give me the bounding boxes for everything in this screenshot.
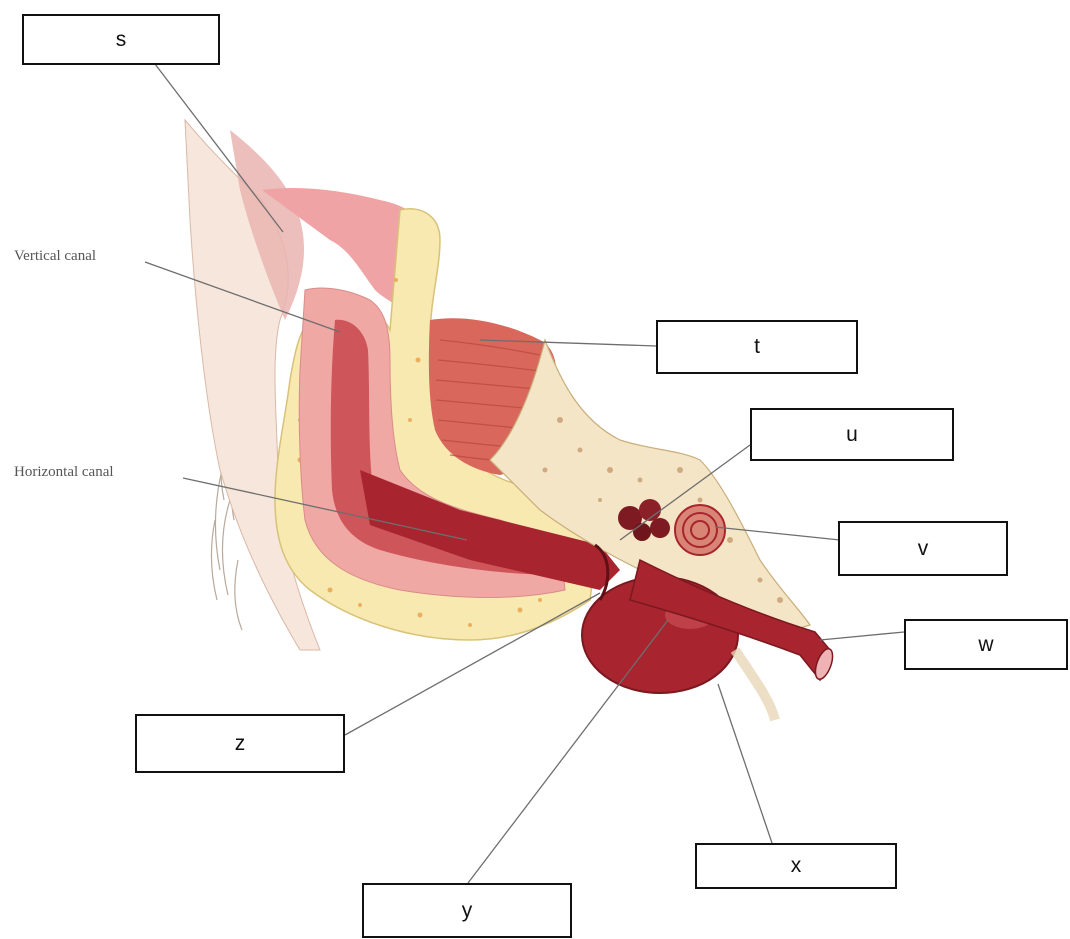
cochlea: [675, 505, 725, 555]
leader-line-x: [718, 684, 772, 843]
answer-box-u[interactable]: u: [750, 408, 954, 461]
answer-box-w[interactable]: w: [904, 619, 1068, 670]
leader-line-w: [820, 632, 904, 640]
leader-line-y: [468, 620, 668, 883]
tissue-strand: [735, 650, 775, 720]
answer-box-z[interactable]: z: [135, 714, 345, 773]
vertical-canal-label: Vertical canal: [14, 248, 96, 265]
answer-box-y[interactable]: y: [362, 883, 572, 938]
answer-box-v[interactable]: v: [838, 521, 1008, 576]
answer-box-x[interactable]: x: [695, 843, 897, 889]
horizontal-canal-label: Horizontal canal: [14, 464, 114, 481]
answer-box-s[interactable]: s: [22, 14, 220, 65]
answer-box-t[interactable]: t: [656, 320, 858, 374]
